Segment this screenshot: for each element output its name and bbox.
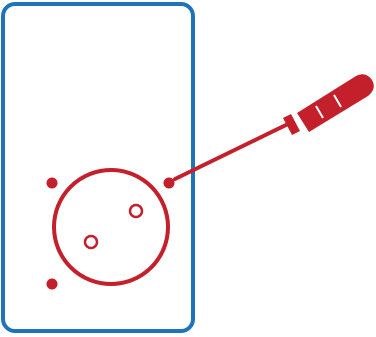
plate-hole-icon <box>83 234 99 250</box>
round-plate-icon <box>52 168 170 286</box>
panel-outline-icon <box>1 2 195 333</box>
screw-hole-bottom-left-icon <box>46 278 58 290</box>
screwdriver-icon <box>173 74 374 181</box>
plate-hole-icon <box>128 203 144 219</box>
screw-hole-top-right-icon <box>163 177 175 189</box>
screw-hole-top-left-icon <box>46 177 58 189</box>
